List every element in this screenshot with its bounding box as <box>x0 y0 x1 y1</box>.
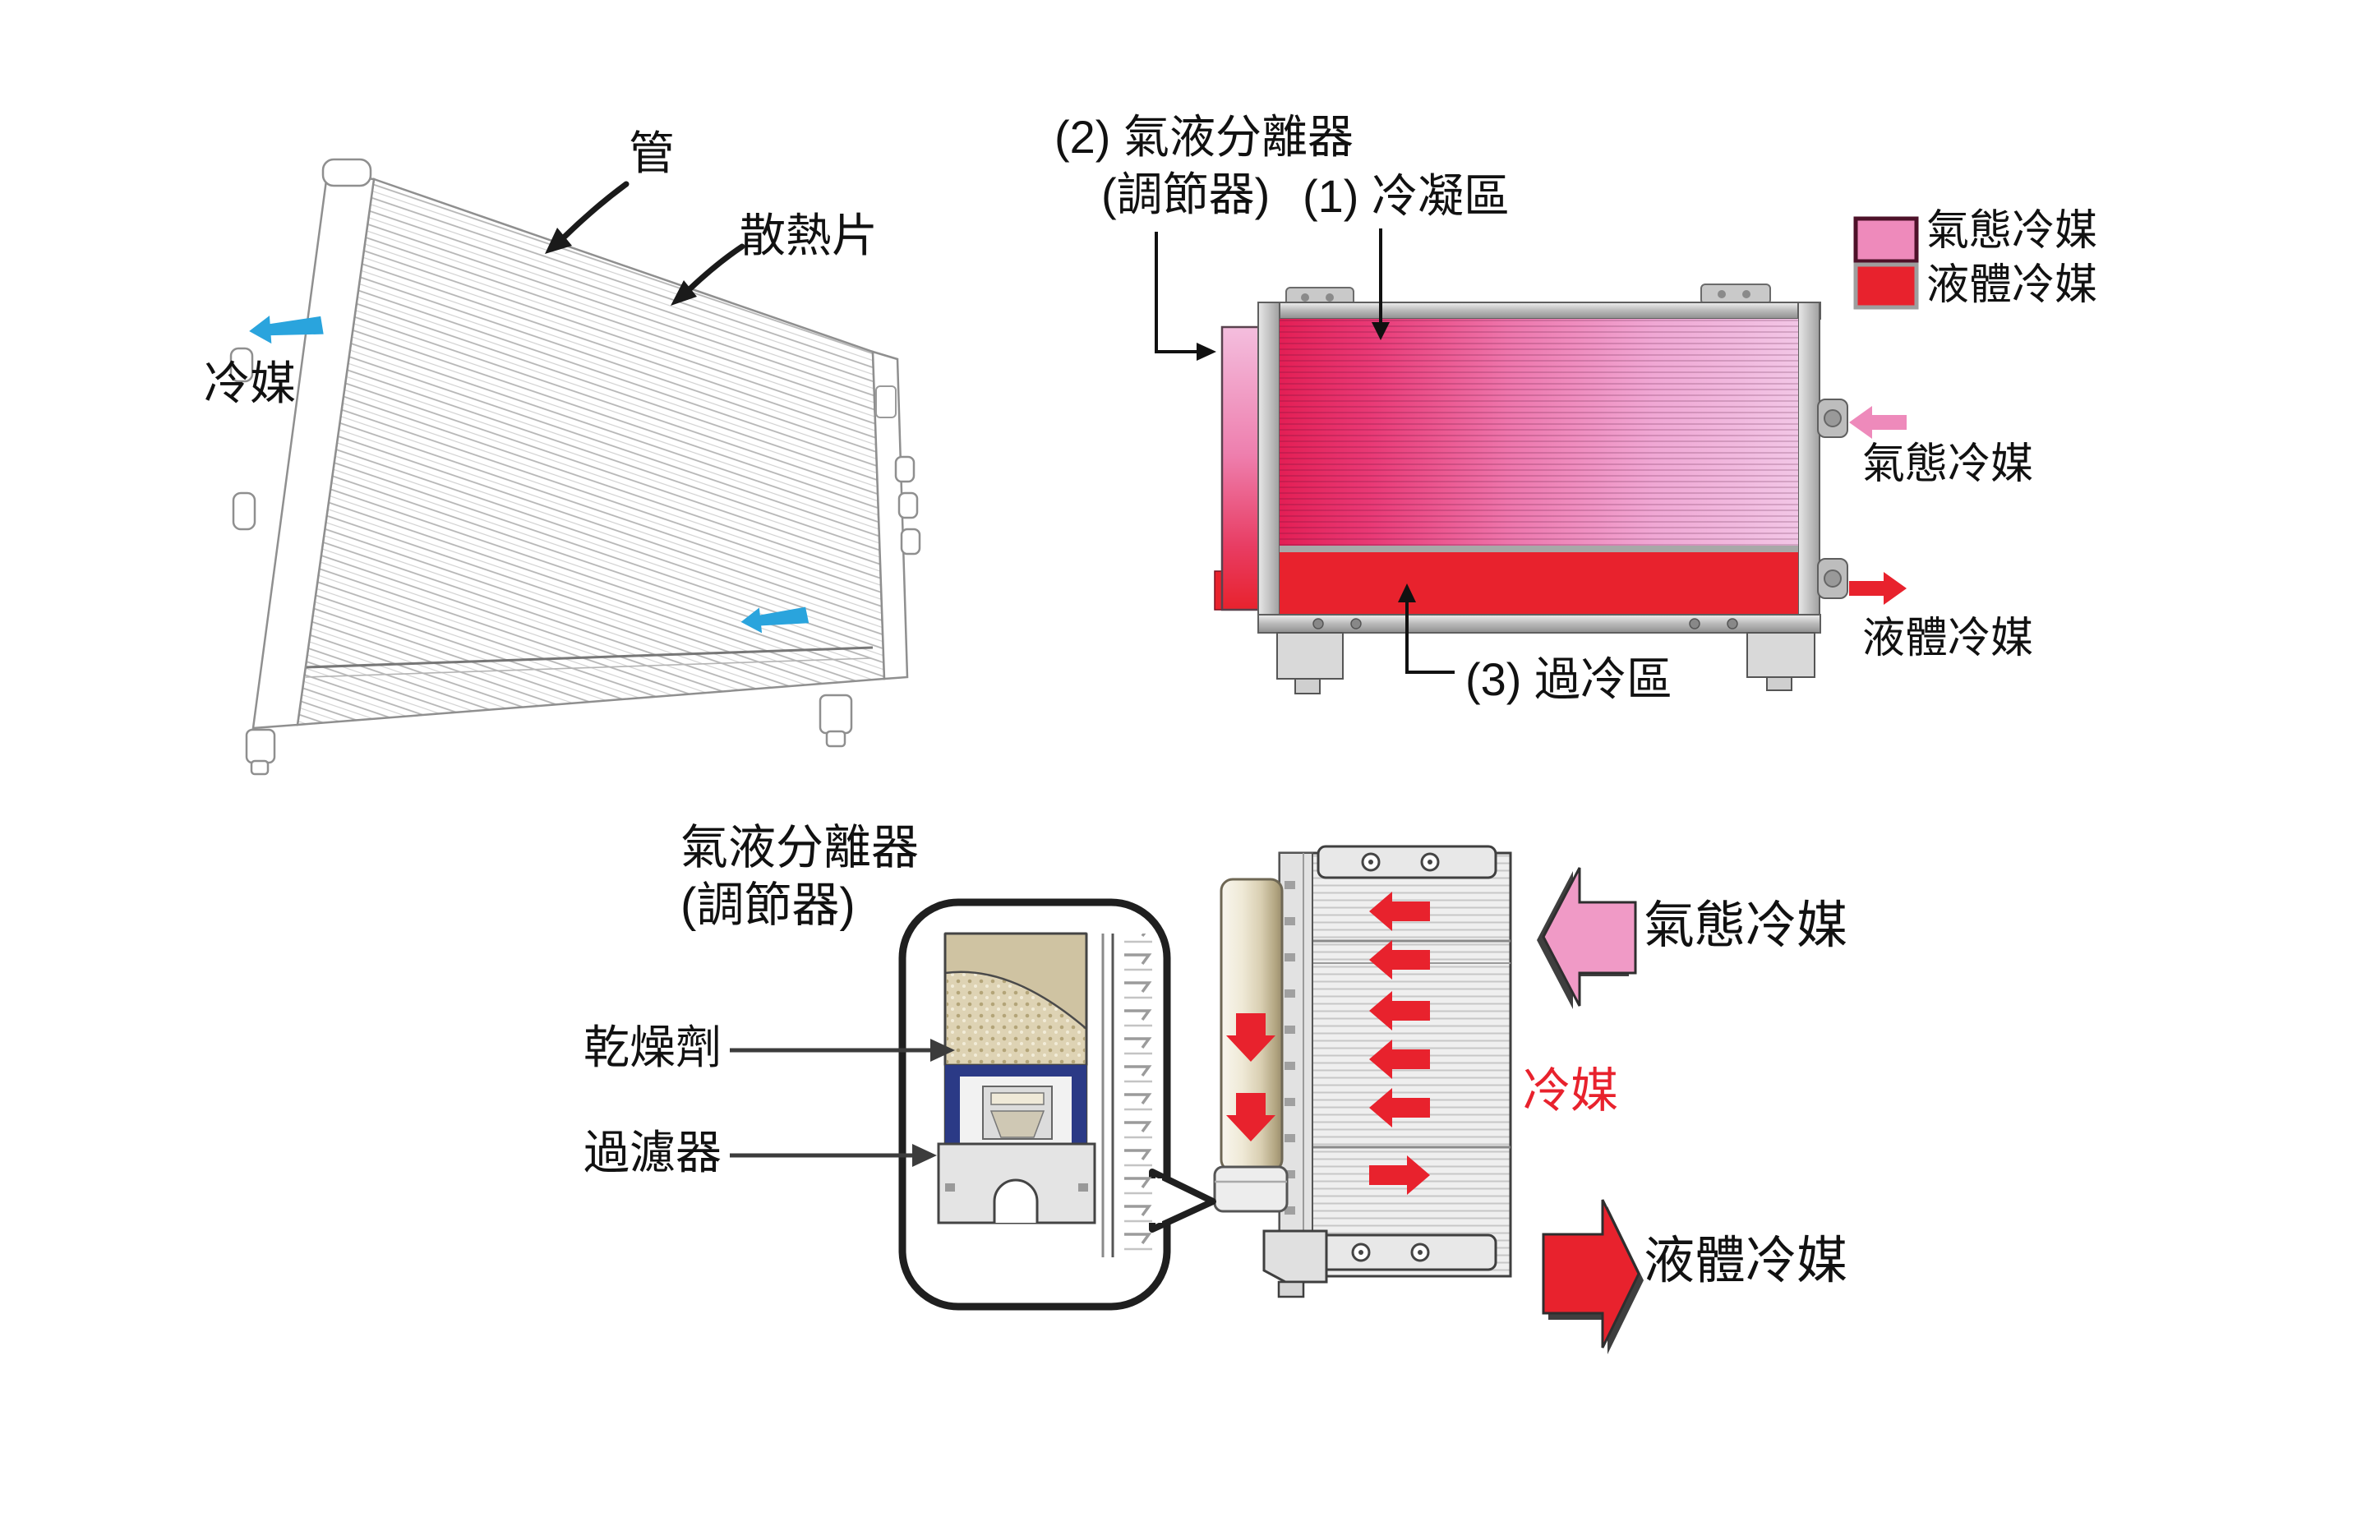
detail-title-line2: (調節器) <box>680 878 856 932</box>
foot-left <box>1276 632 1344 680</box>
top-bracket-right <box>1700 284 1771 305</box>
desiccant-leader <box>730 1039 955 1062</box>
gas-in-big-arrow <box>1537 867 1637 1009</box>
core-separator-line <box>305 646 874 669</box>
liquid-out-label: 液體冷媒 <box>1644 1233 1848 1289</box>
filter-leader <box>730 1144 937 1167</box>
top-mount-bracket <box>1317 845 1497 879</box>
receiver-bottom-cap <box>1213 1165 1289 1213</box>
tube-label: 管 <box>629 127 675 179</box>
gas-inlet-arrow <box>1849 406 1907 439</box>
refrigerant-red-label: 冷媒 <box>1523 1064 1619 1118</box>
desiccant-label: 乾燥劑 <box>583 1021 722 1073</box>
liquid-outlet-arrow <box>1849 572 1907 605</box>
left-mount-tab <box>229 347 254 383</box>
condensing-leader <box>1372 228 1390 340</box>
frame-bottom-bar <box>1257 614 1821 634</box>
legend-swatch-gas <box>1853 216 1919 264</box>
condenser-line-drawing <box>229 158 921 776</box>
inlet-flow-label: 氣態冷媒 <box>1862 440 2034 488</box>
right-foot <box>819 694 853 735</box>
refrigerant-in-arrow <box>740 606 809 634</box>
fin-pointer-arrow <box>671 243 745 306</box>
modulator-tank-strip <box>1220 325 1261 611</box>
separator-leader <box>1155 232 1216 361</box>
separator-label-line2: (調節器) <box>1101 168 1271 220</box>
receiver-cutaway <box>937 932 1155 1257</box>
separator-detail-diagram <box>730 845 1644 1354</box>
legend-gas-label: 氣態冷媒 <box>1926 207 2098 255</box>
legend-swatch-liquid <box>1853 262 1919 310</box>
side-view-foot <box>1262 1229 1328 1284</box>
refrigerant-out-arrow <box>249 316 324 344</box>
left-foot <box>245 728 276 764</box>
bottom-mount-bracket <box>1317 1233 1497 1271</box>
refrigerant-flow-arrows <box>1226 892 1430 1195</box>
frame-top-bar <box>1257 302 1821 320</box>
refrigerant-label: 冷媒 <box>204 357 296 409</box>
tube-pointer-arrow <box>545 181 630 254</box>
filter-label: 過濾器 <box>583 1127 722 1178</box>
detail-title-line1: 氣液分離器 <box>680 821 920 874</box>
foot-right <box>1746 632 1815 678</box>
liquid-out-big-arrow <box>1542 1199 1644 1354</box>
fin-label: 散熱片 <box>740 210 878 261</box>
condensing-zone-label: (1) 冷凝區 <box>1303 170 1510 222</box>
legend-liquid-label: 液體冷媒 <box>1926 261 2098 309</box>
separator-label-line1: (2) 氣液分離器 <box>1054 111 1354 163</box>
fin-cross-section <box>1119 934 1155 1257</box>
condenser-color-diagram <box>1155 216 1919 694</box>
subcool-zone-area <box>1280 552 1798 615</box>
frame-right-header <box>1797 302 1820 634</box>
gas-in-label: 氣態冷媒 <box>1644 897 1848 954</box>
subcool-leader <box>1398 583 1455 674</box>
right-header-tank <box>871 350 909 680</box>
subcool-zone-label: (3) 過冷區 <box>1465 653 1672 705</box>
frame-left-header <box>1257 302 1280 634</box>
outlet-fitting <box>894 455 916 483</box>
outlet-flow-label: 液體冷媒 <box>1862 615 2034 662</box>
header-top-tab <box>321 158 372 187</box>
